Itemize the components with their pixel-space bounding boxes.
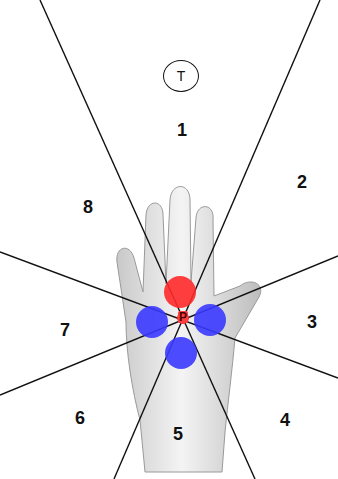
sector-number: 7 xyxy=(60,321,70,339)
sector-line xyxy=(40,0,255,479)
sector-line xyxy=(114,0,320,479)
sector-number: 2 xyxy=(297,173,307,191)
sector-number: 1 xyxy=(177,121,187,139)
blue-marker xyxy=(165,337,197,369)
blue-marker xyxy=(136,306,168,338)
target-circle: T xyxy=(163,60,199,92)
target-label: T xyxy=(177,69,186,83)
sector-number: 4 xyxy=(280,411,290,429)
red-marker xyxy=(164,276,196,308)
point-label: P xyxy=(178,311,188,323)
center-point xyxy=(177,312,189,324)
sector-line xyxy=(0,252,338,378)
sector-number: 8 xyxy=(83,198,93,216)
sector-number: 5 xyxy=(173,425,183,443)
blue-marker xyxy=(194,304,226,336)
sector-number: 6 xyxy=(75,409,85,427)
sector-number: 3 xyxy=(307,313,317,331)
sector-line xyxy=(0,256,338,395)
hand-shape xyxy=(117,187,261,473)
